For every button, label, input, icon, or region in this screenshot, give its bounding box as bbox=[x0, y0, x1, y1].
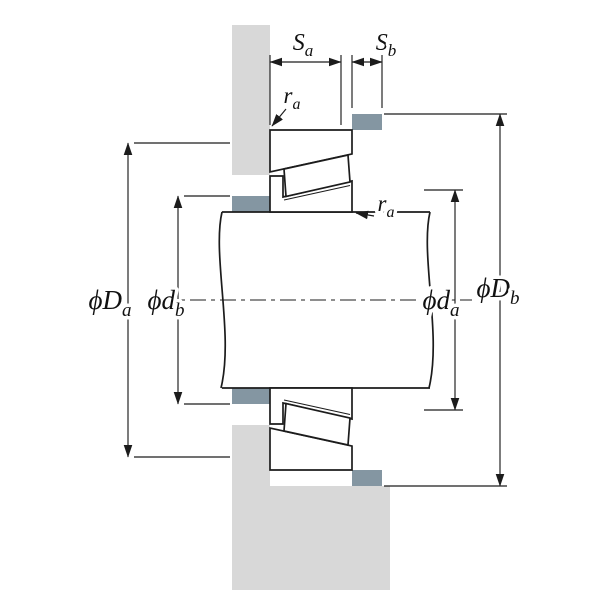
outer-ring-upper bbox=[269, 129, 353, 174]
leader-line bbox=[271, 108, 287, 127]
label-ra-mid: ra bbox=[378, 191, 395, 221]
dim-phi-Da: ϕDa bbox=[85, 142, 230, 458]
housing-shoulder-bottom bbox=[232, 425, 390, 590]
leader-line bbox=[355, 210, 375, 220]
bearing-upper-half bbox=[269, 129, 353, 213]
tapered-roller-lower bbox=[283, 402, 351, 447]
label-sa: Sa bbox=[293, 30, 314, 60]
outer-ring-lower bbox=[269, 426, 353, 471]
bearing-lower-half bbox=[269, 387, 353, 471]
dim-sa: Sa bbox=[269, 27, 342, 125]
dim-sb: Sb bbox=[351, 27, 400, 108]
shoulder-block-top-right bbox=[352, 114, 382, 130]
cage-line-upper bbox=[283, 184, 351, 201]
housing-shoulder-top bbox=[232, 25, 270, 175]
label-ra-top: ra bbox=[284, 83, 301, 113]
cage-line-lower bbox=[283, 399, 351, 416]
shaft-shoulder-lower-left bbox=[232, 388, 270, 404]
label-phi-da: ϕda bbox=[423, 285, 460, 321]
tapered-roller-upper bbox=[283, 153, 351, 198]
shaft-right-break bbox=[426, 211, 435, 389]
label-phi-db: ϕdb bbox=[148, 285, 185, 321]
dim-ra-mid: ra bbox=[355, 188, 398, 225]
label-sb: Sb bbox=[376, 30, 397, 60]
shoulder-block-bottom-right bbox=[352, 470, 382, 486]
label-phi-Db: ϕDb bbox=[477, 273, 520, 309]
dim-phi-da: ϕda bbox=[419, 189, 463, 411]
dim-phi-Db: ϕDb bbox=[384, 113, 523, 487]
shaft-left-break bbox=[218, 211, 227, 389]
shaft-shoulder-upper-left bbox=[232, 196, 270, 212]
dim-ra-top: ra bbox=[271, 80, 304, 127]
label-phi-Da: ϕDa bbox=[89, 285, 132, 321]
dim-phi-db: ϕdb bbox=[144, 195, 230, 405]
